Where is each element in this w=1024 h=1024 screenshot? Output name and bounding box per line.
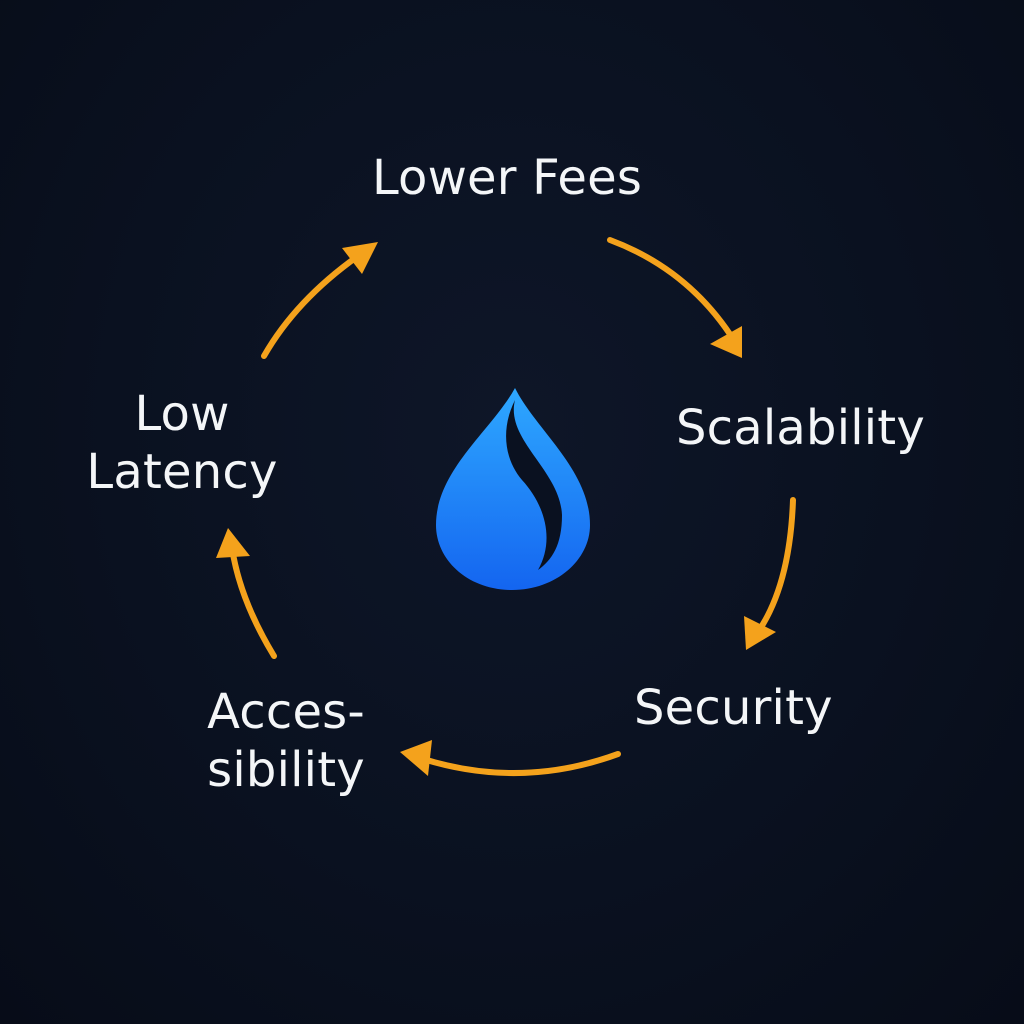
water-drop-icon	[436, 388, 590, 590]
node-label-line: Acces-	[207, 684, 365, 740]
node-security: Security	[634, 680, 833, 738]
node-accessibility: Acces- sibility	[186, 684, 386, 799]
node-scalability: Scalability	[676, 400, 925, 458]
node-low-latency: Low Latency	[72, 386, 292, 501]
node-label-line: Scalability	[676, 400, 925, 456]
node-label-line: Low	[134, 386, 230, 442]
node-lower-fees: Lower Fees	[352, 150, 662, 208]
arrow-accessibility-to-lowlatency	[216, 528, 277, 659]
arrow-lowlatency-to-lowerfees	[261, 242, 378, 359]
arrow-lowerfees-to-scalability	[607, 237, 742, 358]
node-label-line: Security	[634, 680, 833, 736]
node-label-line: Lower Fees	[371, 150, 643, 206]
arrow-security-to-accessibility	[400, 740, 621, 777]
arrow-scalability-to-security	[744, 497, 796, 650]
node-label-line: sibility	[207, 741, 365, 798]
node-label-line: Latency	[86, 443, 278, 500]
